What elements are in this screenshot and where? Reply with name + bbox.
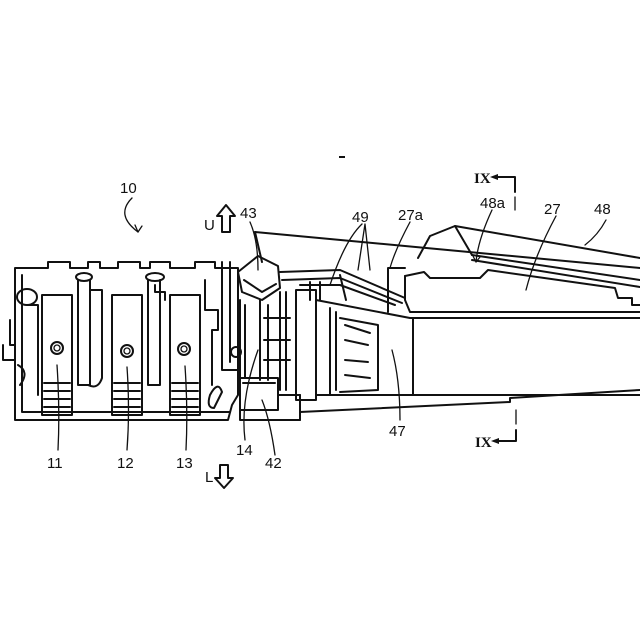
part-43 [237, 255, 281, 301]
section-indicator-top [490, 174, 516, 211]
stray-mark [339, 156, 345, 158]
cover-48 [254, 225, 640, 288]
label-27a: 27a [398, 207, 424, 224]
label-11: 11 [47, 455, 63, 472]
direction-up-label: U [204, 217, 215, 234]
springs-49 [279, 269, 406, 306]
label-48a: 48a [480, 195, 506, 212]
label-43: 43 [240, 205, 257, 222]
label-12: 12 [117, 455, 134, 472]
label-14: 14 [236, 442, 253, 459]
label-42: 42 [265, 455, 282, 472]
section-label-top: IX [474, 171, 491, 187]
leader-lines [56, 197, 607, 456]
section-indicator-bottom [491, 409, 517, 444]
label-13: 13 [176, 455, 193, 472]
direction-down-label: L [205, 469, 213, 486]
rear-housing [2, 261, 239, 421]
strain-relief-47 [299, 299, 640, 413]
label-48: 48 [594, 201, 611, 218]
label-10: 10 [120, 180, 137, 197]
label-27: 27 [544, 201, 561, 218]
label-47: 47 [389, 423, 406, 440]
module-13 [169, 294, 201, 416]
down-arrow-icon [214, 464, 234, 489]
up-arrow-icon [216, 204, 236, 233]
label-49: 49 [352, 209, 369, 226]
part-42 [239, 377, 279, 411]
leader-10 [124, 197, 139, 233]
module-12 [111, 294, 143, 416]
flange-section [221, 255, 317, 421]
body-27 [387, 267, 640, 319]
module-11 [41, 294, 73, 416]
section-label-bottom: IX [475, 435, 492, 451]
